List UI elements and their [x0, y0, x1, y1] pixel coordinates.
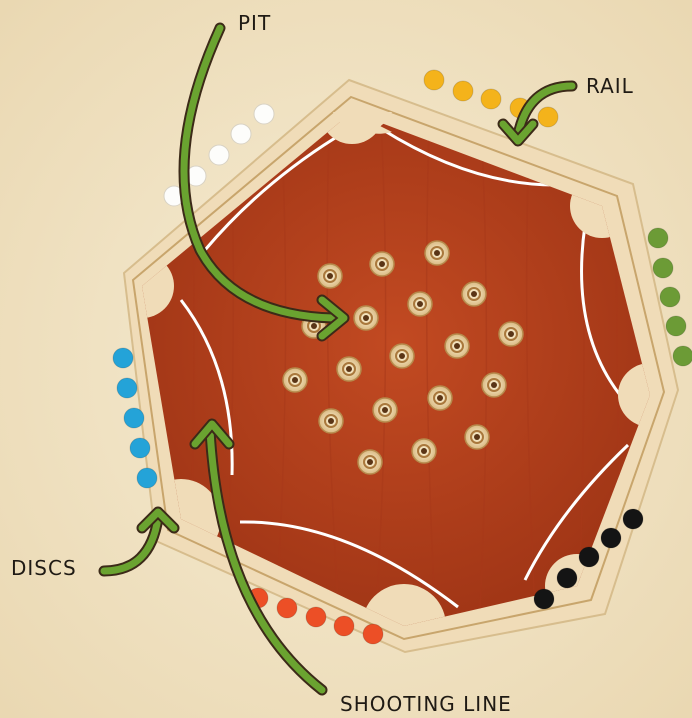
pit: [318, 264, 342, 288]
blue-disc: [117, 378, 137, 398]
pit: [499, 322, 523, 346]
pit: [445, 334, 469, 358]
yellow-disc: [481, 89, 501, 109]
blue-disc: [130, 438, 150, 458]
pit: [390, 344, 414, 368]
pit: [358, 450, 382, 474]
black-disc: [623, 509, 643, 529]
green-disc: [660, 287, 680, 307]
green-disc: [666, 316, 686, 336]
orange-disc: [334, 616, 354, 636]
label-shooting-line: SHOOTING LINE: [340, 692, 512, 716]
black-disc: [579, 547, 599, 567]
pit: [283, 368, 307, 392]
pit: [373, 398, 397, 422]
pit: [354, 306, 378, 330]
white-disc: [209, 145, 229, 165]
green-disc: [648, 228, 668, 248]
pit: [482, 373, 506, 397]
pit: [408, 292, 432, 316]
pit: [428, 386, 452, 410]
pit: [337, 357, 361, 381]
pit: [370, 252, 394, 276]
pit: [425, 241, 449, 265]
black-disc: [601, 528, 621, 548]
pit: [412, 439, 436, 463]
white-disc: [254, 104, 274, 124]
orange-disc: [306, 607, 326, 627]
black-disc: [534, 589, 554, 609]
pit: [465, 425, 489, 449]
yellow-disc: [453, 81, 473, 101]
white-disc: [231, 124, 251, 144]
green-disc: [673, 346, 692, 366]
pit: [319, 409, 343, 433]
blue-disc: [113, 348, 133, 368]
blue-disc: [124, 408, 144, 428]
label-rail: RAIL: [586, 74, 634, 98]
pit: [462, 282, 486, 306]
orange-disc: [277, 598, 297, 618]
label-pit: PIT: [238, 11, 271, 35]
label-discs: DISCS: [11, 556, 77, 580]
yellow-disc: [538, 107, 558, 127]
orange-disc: [363, 624, 383, 644]
green-disc: [653, 258, 673, 278]
yellow-disc: [424, 70, 444, 90]
black-disc: [557, 568, 577, 588]
blue-disc: [137, 468, 157, 488]
